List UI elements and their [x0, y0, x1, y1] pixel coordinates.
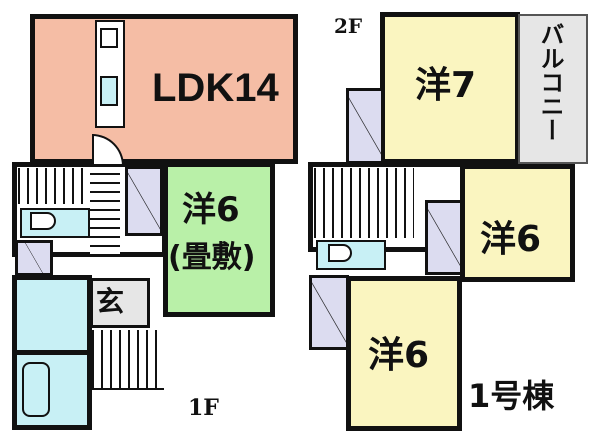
room-ldk: [30, 14, 298, 164]
room-balcony: [518, 14, 588, 164]
floor-label-2f: 2F: [334, 14, 363, 38]
stove-icon: [100, 28, 118, 48]
label-balcony: バルコニー: [536, 22, 564, 142]
room-western6-b: [346, 276, 462, 431]
room-western7: [380, 12, 520, 164]
label-entrance: 玄: [96, 285, 125, 318]
room-entrance: [90, 278, 150, 328]
closet-2f-b: [425, 200, 463, 275]
closet-2f-c: [309, 275, 349, 350]
stairs-entrance: [92, 330, 164, 390]
stairs-2f: [314, 168, 414, 238]
room-washroom: [12, 275, 92, 355]
floor-label-1f: 1F: [188, 395, 219, 421]
closet-1f-b: [15, 240, 53, 276]
bathtub-icon: [22, 362, 50, 417]
label-western6-a: 洋6: [480, 219, 542, 260]
room-western6-tatami: [163, 162, 275, 317]
stairs-hall: [90, 168, 120, 256]
label-western6-tatami: 洋6: [182, 190, 240, 230]
building-label: 1号棟: [468, 377, 555, 415]
toilet2-icon: [328, 244, 352, 262]
label-ldk: LDK14: [152, 66, 279, 110]
sink-icon: [100, 76, 118, 106]
closet-2f-a: [346, 88, 384, 164]
label-tatami: (畳敷): [168, 240, 256, 275]
toilet-icon: [30, 212, 56, 230]
label-western7: 洋7: [415, 65, 477, 106]
closet-1f-a: [125, 166, 163, 236]
label-western6-b: 洋6: [368, 335, 430, 376]
